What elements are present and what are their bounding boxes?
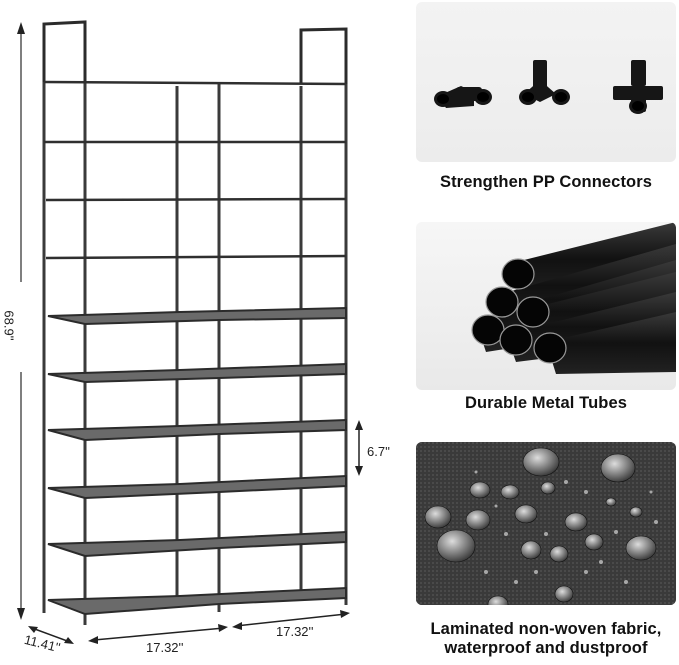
height-dimension-label: 68.9'' bbox=[1, 310, 17, 341]
left-width-dimension-label: 17.32'' bbox=[146, 640, 184, 655]
tier-gap-dimension-label: 6.7'' bbox=[367, 444, 391, 459]
water-droplets-icon bbox=[416, 442, 676, 605]
connector-parts-icon bbox=[434, 60, 663, 114]
feature-caption-tubes: Durable Metal Tubes bbox=[464, 394, 628, 412]
feature-caption-fabric: Laminated non-woven fabric, waterproof a… bbox=[414, 620, 678, 658]
pp-connectors-image bbox=[416, 2, 676, 162]
feature-caption-connectors: Strengthen PP Connectors bbox=[439, 173, 653, 191]
shoe-rack-diagram: 68.9'' 6.7'' 11.41'' 17.32'' 17.32'' bbox=[1, 20, 391, 655]
fabric-caption-line-1: Laminated non-woven fabric, bbox=[430, 620, 662, 638]
metal-tubes-image bbox=[416, 222, 676, 390]
waterproof-fabric-image bbox=[416, 442, 676, 605]
right-width-dimension-label: 17.32'' bbox=[276, 624, 314, 639]
metal-tubes-icon bbox=[471, 222, 676, 374]
shoe-rack-illustration bbox=[17, 20, 363, 644]
fabric-caption-line-2: waterproof and dustproof bbox=[444, 639, 648, 657]
